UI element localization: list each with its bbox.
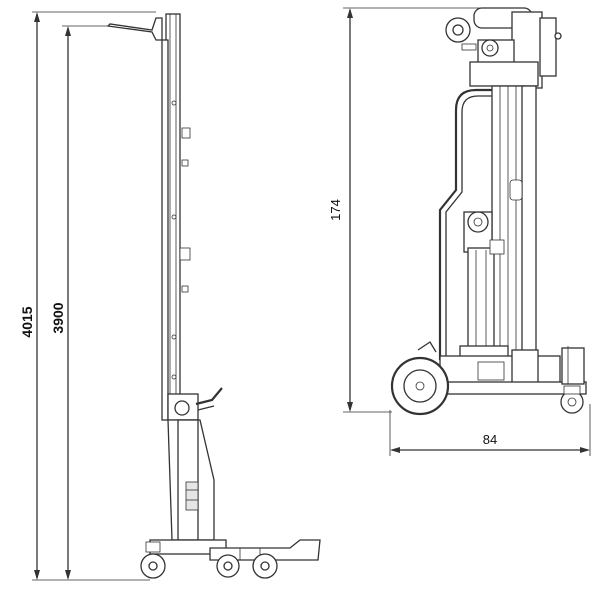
front-base [417, 341, 587, 395]
chassis [140, 539, 321, 579]
mast-winch [463, 211, 505, 349]
dimension-lift-height: 3900 [50, 25, 110, 580]
dimension-label-84: 84 [483, 432, 497, 447]
dimension-label-3900: 3900 [50, 302, 66, 333]
top-fork [106, 17, 163, 41]
compact-lift-front-view: 174 84 [328, 7, 591, 456]
dimension-machine-width: 84 [389, 404, 591, 456]
handle-frame [438, 88, 492, 360]
mast-column [491, 85, 537, 363]
dimension-overall-height: 4015 [19, 11, 156, 581]
dimension-label-4015: 4015 [19, 306, 35, 337]
front-wheels [390, 356, 584, 416]
mast [161, 13, 191, 421]
dimension-label-174: 174 [328, 199, 343, 221]
winch-handle [167, 387, 223, 421]
dimension-machine-height: 174 [328, 7, 486, 413]
base-column [167, 419, 215, 541]
top-head [445, 7, 562, 89]
extended-lift-side-view: 4015 3900 [19, 11, 321, 581]
